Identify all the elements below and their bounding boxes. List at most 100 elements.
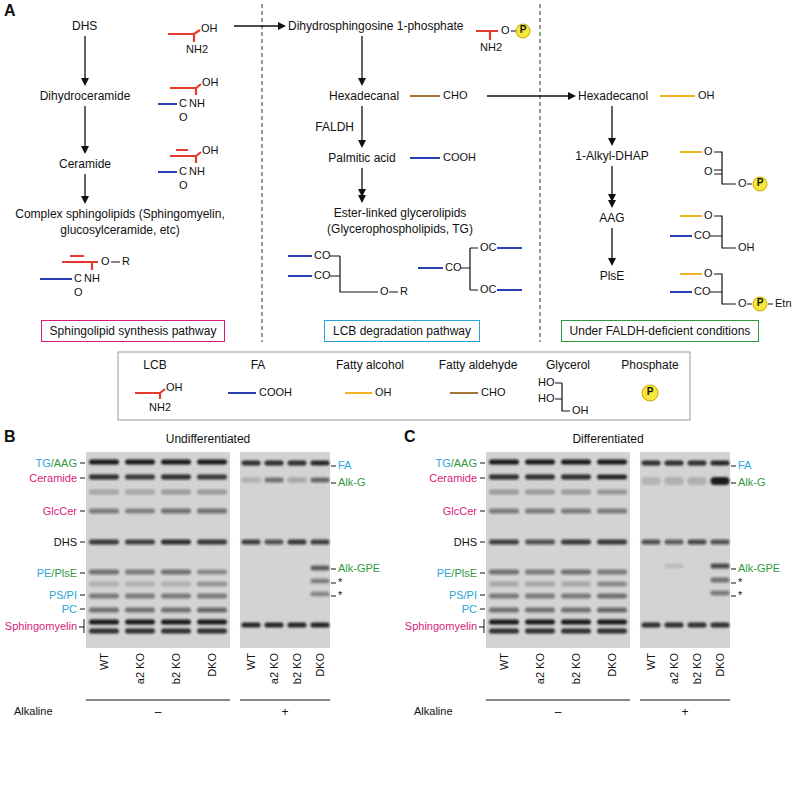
- label: PE: [437, 567, 452, 580]
- metabolite: PlsE: [600, 268, 625, 284]
- label: AAG: [54, 457, 77, 470]
- metabolite: 1-Alkyl-DHAP: [575, 148, 648, 164]
- label: OH: [166, 381, 183, 394]
- label: OH: [202, 76, 219, 89]
- pathway-box: LCB degradation pathway: [324, 320, 480, 342]
- label: DHS: [54, 536, 77, 549]
- label: a2 KO: [134, 653, 147, 684]
- arrow: [81, 36, 89, 86]
- label: O: [501, 24, 510, 37]
- label: O: [738, 297, 747, 310]
- label: Ceramide: [429, 472, 477, 485]
- label: Alk-G: [338, 476, 366, 489]
- label: DKO: [206, 653, 219, 677]
- node-text: Complex sphingolipids (Sphingomyelin, gl…: [5, 206, 235, 238]
- node-text: Under FALDH-deficient conditions: [570, 323, 751, 339]
- fa-chain: [40, 104, 692, 393]
- label: a2 KO: [668, 653, 681, 684]
- label: AAG: [454, 457, 477, 470]
- label: O: [101, 255, 110, 268]
- label: PC: [62, 603, 77, 616]
- label: HO: [538, 392, 555, 405]
- label: /: [51, 457, 54, 470]
- label: /: [451, 457, 454, 470]
- label: Sphingomyelin: [405, 620, 477, 633]
- arrow: [81, 174, 89, 204]
- label: WT: [245, 653, 258, 670]
- phosphate-circle: [516, 24, 767, 401]
- node-text: Hexadecanol: [578, 88, 648, 104]
- label: O: [738, 177, 747, 190]
- metabolite: Ester-linked glycerolipids (Glycerophosp…: [295, 205, 505, 237]
- label: C: [404, 428, 416, 446]
- label: PC: [462, 603, 477, 616]
- label: NH2: [480, 41, 502, 54]
- metabolite: Hexadecanol: [578, 88, 648, 104]
- label: CHO: [481, 386, 505, 399]
- arrow: [81, 106, 89, 154]
- label: O: [380, 285, 389, 298]
- label: Sphingomyelin: [5, 620, 77, 633]
- label: HO: [538, 376, 555, 389]
- label: P: [757, 177, 764, 189]
- label: O: [74, 286, 83, 299]
- label: a2 KO: [268, 653, 281, 684]
- label: R: [400, 285, 408, 298]
- aldehyde-chain: [410, 96, 478, 393]
- label: OH: [201, 22, 218, 35]
- enzyme-label: FALDH: [314, 119, 355, 135]
- node-text: Dihydroceramide: [40, 88, 131, 104]
- label: R: [122, 255, 130, 268]
- label: Etn: [775, 297, 792, 310]
- pathway-box: Under FALDH-deficient conditions: [561, 320, 760, 342]
- label: PS/PI: [449, 589, 477, 602]
- metabolite: DHS: [20, 18, 232, 34]
- label: PlsE: [454, 567, 477, 580]
- label: C: [179, 97, 187, 110]
- legend-frame: [118, 352, 690, 420]
- label: NH: [189, 97, 205, 110]
- label: Alkaline: [414, 705, 453, 718]
- label: O: [704, 165, 713, 178]
- tlc-plates: [79, 452, 736, 700]
- label: OH: [202, 144, 219, 157]
- label: Ceramide: [29, 472, 77, 485]
- label: CO: [314, 269, 331, 282]
- legend-text: Glycerol: [546, 358, 590, 373]
- label: O: [704, 209, 713, 222]
- label: DKO: [606, 653, 619, 677]
- label: *: [738, 576, 742, 589]
- label: b2 KO: [170, 653, 183, 684]
- label: /: [51, 567, 54, 580]
- legend-text: Phosphate: [621, 358, 678, 373]
- metabolite: Dihydrosphingosine 1-phosphate: [288, 18, 463, 34]
- label: GlcCer: [443, 505, 477, 518]
- label: PlsE: [54, 567, 77, 580]
- label: A: [4, 2, 16, 20]
- label: COOH: [443, 151, 476, 164]
- label: Alk-GPE: [338, 562, 380, 575]
- node-text: Palmitic acid: [328, 150, 395, 166]
- legend-text: FA: [251, 358, 266, 373]
- label: CHO: [443, 89, 467, 102]
- label: +: [681, 705, 688, 719]
- label: O: [704, 145, 713, 158]
- metabolite: AAG: [599, 210, 624, 226]
- label: P: [520, 24, 527, 36]
- label: OH: [375, 386, 392, 399]
- legend-text: Fatty alcohol: [336, 358, 404, 373]
- label: P: [647, 386, 654, 398]
- node-text: Sphingolipid synthesis pathway: [50, 323, 217, 339]
- label: OC: [480, 241, 497, 254]
- label: DKO: [714, 653, 727, 677]
- label: B: [4, 428, 16, 446]
- label: CO: [694, 229, 711, 242]
- label: TG: [35, 457, 50, 470]
- label: O: [179, 179, 188, 192]
- arrow: [608, 106, 616, 146]
- arrow: [487, 92, 576, 100]
- label: CO: [314, 249, 331, 262]
- label: OH: [698, 89, 715, 102]
